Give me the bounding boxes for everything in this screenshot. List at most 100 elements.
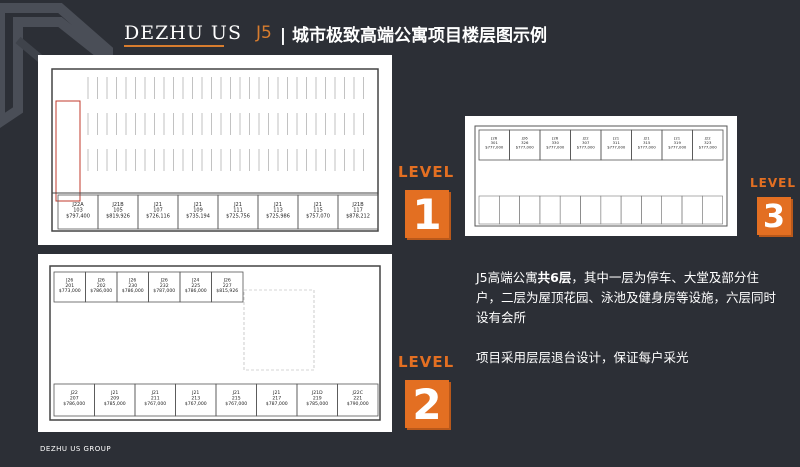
unit-label: J26 — [223, 278, 231, 284]
unit-label: J26 — [128, 278, 136, 284]
unit-label: 330 — [552, 140, 560, 145]
unit-label: $777,000 — [516, 144, 535, 149]
unit-label: $725,986 — [266, 213, 290, 219]
unit-label: 232 — [160, 283, 169, 289]
level-1-number: 1 — [405, 190, 449, 239]
level-2-label: LEVEL — [398, 353, 455, 371]
unit-label: 113 — [273, 208, 283, 214]
unit-label: $777,000 — [577, 144, 596, 149]
unit-label: 323 — [704, 140, 712, 145]
brand-underline — [124, 45, 224, 47]
unit-label: $786,000 — [185, 288, 207, 294]
floor-plan-1-drawing: J22A103$797,400J21B105$819,926J21107$726… — [51, 68, 379, 232]
unit-label: J22 — [582, 136, 590, 141]
unit-label: 109 — [193, 208, 203, 214]
unit-label: J26 — [551, 136, 559, 141]
unit-label: $777,000 — [699, 144, 718, 149]
floor-plan-3-drawing: J26301$777,000J26326$777,000J26330$777,0… — [474, 125, 728, 227]
unit-label: J21B — [351, 202, 364, 208]
unit-label: 227 — [223, 283, 232, 289]
unit-label: $787,000 — [266, 401, 288, 407]
unit-label: J21 — [273, 202, 282, 208]
unit-label: $797,400 — [66, 213, 90, 219]
unit-label: 111 — [233, 208, 243, 214]
unit-label: 211 — [151, 396, 160, 402]
unit-label: $767,000 — [144, 401, 166, 407]
unit-label: 117 — [353, 208, 363, 214]
unit-label: J22C — [352, 390, 363, 396]
unit-label: $725,756 — [226, 213, 250, 219]
unit-label: $735,194 — [186, 213, 210, 219]
level-2-number: 2 — [405, 380, 449, 429]
project-description-2: 项目采用层层退台设计，保证每户采光 — [476, 350, 689, 365]
unit-label: 225 — [191, 283, 200, 289]
unit-label: J21 — [191, 390, 199, 396]
unit-label: J26 — [97, 278, 105, 284]
page-title: | 城市极致高端公寓项目楼层图示例 — [279, 25, 547, 46]
unit-label: J26 — [521, 136, 529, 141]
project-code: J5 — [255, 23, 272, 43]
brand-name: DEZHU US — [124, 22, 242, 44]
unit-label: $773,000 — [59, 288, 81, 294]
unit-label: $777,000 — [638, 144, 657, 149]
unit-label: $786,000 — [90, 288, 112, 294]
unit-label: 326 — [521, 140, 529, 145]
unit-label: 201 — [65, 283, 74, 289]
description-line-3: 设有会所 — [476, 310, 527, 325]
unit-label: $786,000 — [122, 288, 144, 294]
unit-label: 301 — [491, 140, 499, 145]
unit-label: 103 — [73, 208, 83, 214]
project-description: J5高端公寓共6层，其中一层为停车、大堂及部分住 户，二层为屋顶花园、泳池及健身… — [476, 268, 776, 328]
unit-label: 219 — [313, 396, 322, 402]
level-3-number: 3 — [757, 197, 791, 235]
unit-label: J21 — [272, 390, 280, 396]
floor-plan-2-drawing: J26201$773,000J26202$786,000J26230$786,0… — [49, 265, 381, 421]
unit-label: $777,000 — [485, 144, 504, 149]
unit-label: J21 — [110, 390, 118, 396]
unit-label: J24 — [191, 278, 199, 284]
unit-label: $786,000 — [63, 401, 85, 407]
unit-label: 105 — [113, 208, 123, 214]
unit-label: $815,926 — [216, 288, 238, 294]
unit-label: J21 — [313, 202, 322, 208]
unit-label: 315 — [643, 140, 651, 145]
unit-label: $785,000 — [104, 401, 126, 407]
unit-label: J21 — [232, 390, 240, 396]
unit-label: J21B — [111, 202, 124, 208]
unit-label: 213 — [191, 396, 200, 402]
unit-label: 217 — [272, 396, 281, 402]
footer-text: DEZHU US GROUP — [40, 445, 112, 453]
unit-label: 207 — [70, 396, 79, 402]
unit-label: $726,116 — [146, 213, 170, 219]
unit-label: J22A — [71, 202, 84, 208]
unit-label: $819,926 — [106, 213, 130, 219]
unit-label: 107 — [153, 208, 163, 214]
